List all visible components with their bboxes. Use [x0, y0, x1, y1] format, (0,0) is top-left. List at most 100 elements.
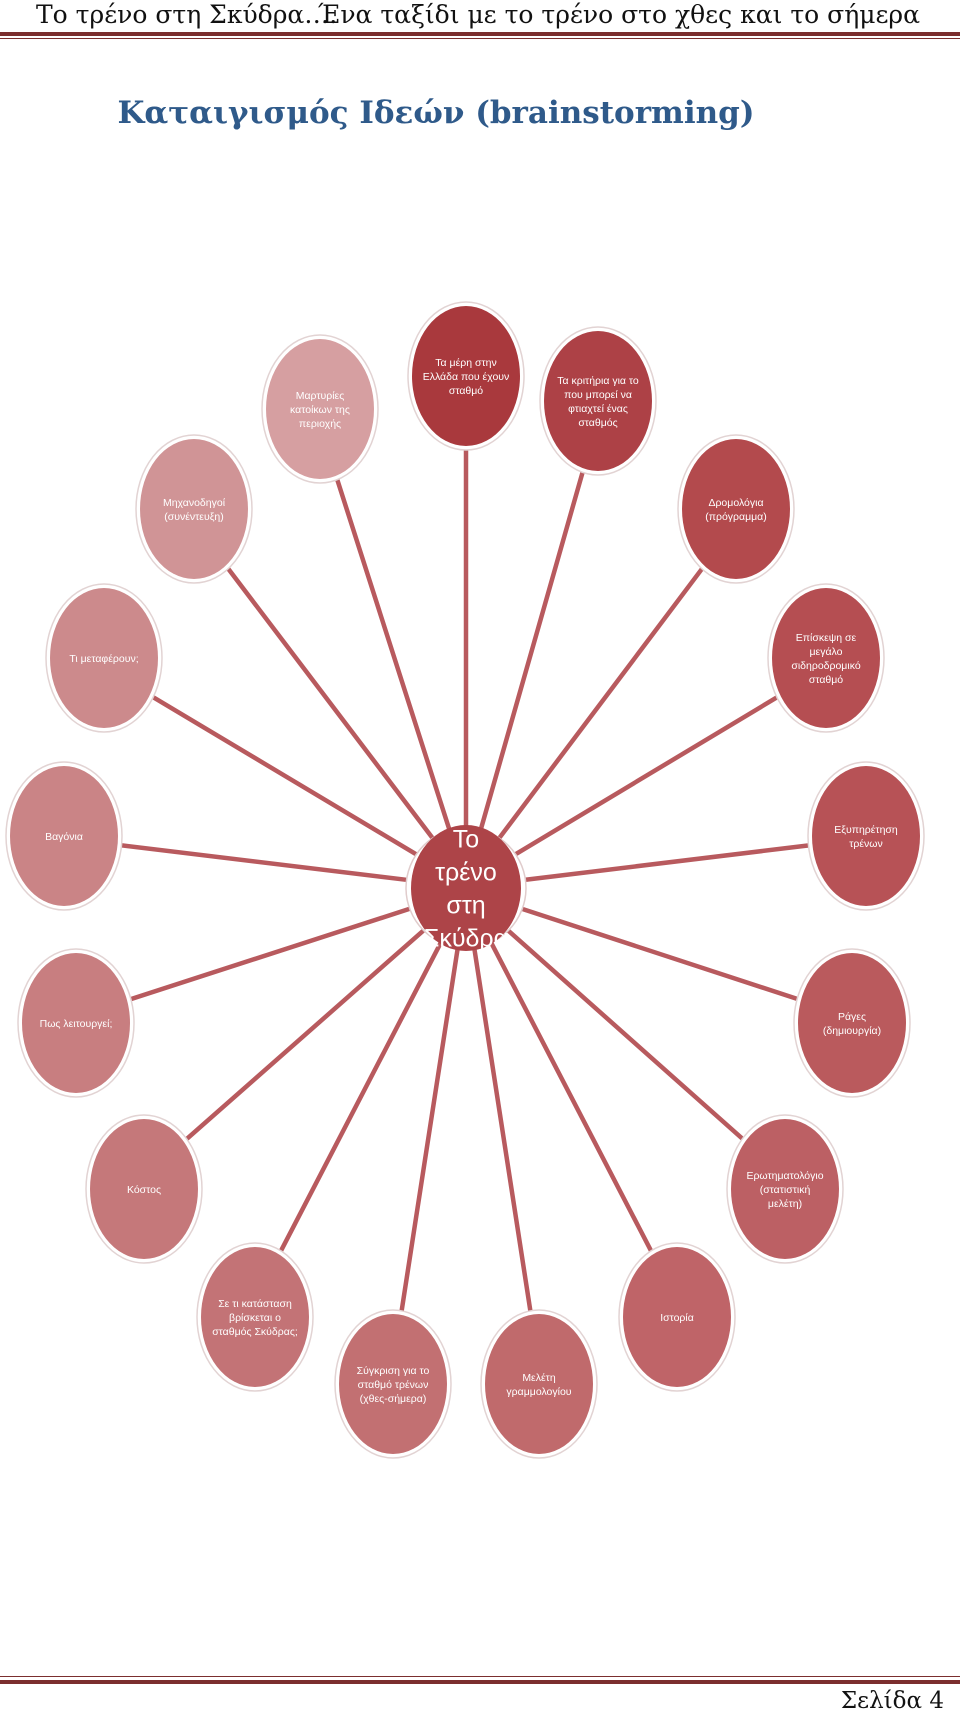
idea-bubble-label: Ελλάδα που έχουν	[423, 371, 510, 383]
idea-bubble: Σύγκριση για το σταθμό τρένων (χθες-σήμερα…	[334, 1309, 452, 1459]
idea-bubble-label: (δημιουργία)	[823, 1025, 881, 1037]
idea-bubble-label: γραμμολογίου	[506, 1386, 571, 1398]
connector-line	[179, 927, 427, 1146]
idea-bubble-label: σταθμό τρένων	[358, 1379, 429, 1391]
connector-line	[520, 842, 818, 883]
idea-bubble-label: Μηχανοδηγοί	[163, 497, 226, 509]
idea-bubble-label: Δρομολόγια	[708, 497, 763, 509]
idea-bubble: Μελέτη γραμμολογίου	[480, 1309, 598, 1459]
page-title: Καταιγισμός Ιδεών (brainstorming)	[117, 94, 755, 131]
idea-bubble-label: σταθμός Σκύδρας;	[212, 1326, 298, 1338]
idea-bubble-shape	[485, 1314, 593, 1454]
idea-bubble-label: μεγάλο	[810, 646, 843, 658]
idea-bubble-shape	[772, 588, 880, 728]
idea-bubble: Μαρτυρίες κατοίκων της περιοχής	[261, 334, 379, 484]
idea-bubble-label: Μελέτη	[522, 1372, 556, 1384]
idea-bubble-shape	[812, 766, 920, 906]
center-topic-label: Το	[453, 826, 479, 854]
idea-bubble-label: Ιστορία	[660, 1312, 694, 1324]
idea-bubble: Κόστος	[85, 1114, 203, 1264]
idea-bubble: Τα κριτήρια για το που μπορεί να φτιαχτεί …	[539, 326, 657, 476]
connector-line	[112, 842, 412, 883]
idea-bubble-shape	[266, 339, 374, 479]
idea-bubble: Μηχανοδηγοί (συνέντευξη)	[135, 434, 253, 584]
page-number: Σελίδα 4	[840, 1688, 944, 1714]
idea-bubble-label: κατοίκων της	[290, 404, 350, 416]
idea-bubble-label: Τα κριτήρια για το	[557, 375, 639, 387]
idea-bubble-label: μελέτη)	[768, 1198, 802, 1210]
idea-bubble-shape	[798, 953, 906, 1093]
idea-bubble: Τι μεταφέρουν;	[45, 583, 163, 733]
idea-bubble-label: (πρόγραμμα)	[705, 511, 767, 523]
header-rule	[0, 32, 960, 36]
header-left-text: Το τρένο στη Σκύδρα….	[36, 0, 338, 29]
center-topic-label: τρένο	[435, 859, 497, 887]
header-rule-thin	[0, 38, 960, 39]
idea-bubble-label: σιδηροδρομικό	[791, 660, 860, 672]
idea-bubble-label: σταθμό	[449, 385, 483, 397]
idea-bubble-shape	[50, 588, 158, 728]
connector-line	[488, 940, 657, 1260]
idea-bubble-label: Επίσκεψη σε	[796, 632, 857, 644]
idea-bubble-label: σταθμό	[809, 674, 843, 686]
header-right-text: Ένα ταξίδι με το τρένο στο χθες και το σ…	[317, 0, 920, 29]
idea-bubble-shape	[201, 1247, 309, 1387]
center-topic-label: στη	[446, 892, 485, 920]
connector-line	[398, 946, 460, 1321]
connector-line	[122, 905, 415, 1004]
idea-bubble-label: που μπορεί να	[564, 389, 632, 401]
idea-bubble-label: τρένων	[849, 838, 883, 850]
connector-line	[145, 691, 421, 858]
idea-bubble-label: Σε τι κατάσταση	[218, 1298, 292, 1310]
idea-bubble-label: σταθμός	[578, 417, 617, 429]
idea-bubble: Σε τι κατάσταση βρίσκεται ο σταθμός Σκύδρα…	[196, 1242, 314, 1392]
idea-bubble-shape	[339, 1314, 447, 1454]
idea-bubble-label: (στατιστική	[760, 1184, 811, 1196]
idea-bubble: Ερωτηματολόγιο (στατιστική μελέτη)	[726, 1114, 844, 1264]
idea-bubble-label: Τα μέρη στην	[435, 357, 496, 369]
idea-bubble-shape	[412, 306, 520, 446]
idea-bubble-label: φτιαχτεί ένας	[568, 403, 628, 415]
idea-bubble-shape	[731, 1119, 839, 1259]
idea-bubble-label: Εξυπηρέτηση	[834, 824, 898, 836]
footer-rule-thin	[0, 1676, 960, 1677]
connector-line	[332, 470, 452, 832]
idea-bubble-shape	[140, 439, 248, 579]
idea-bubble-label: Πως λειτουργεί;	[40, 1018, 113, 1030]
connector-line	[221, 560, 436, 841]
idea-bubble-label: Βαγόνια	[45, 831, 83, 843]
idea-bubble: Πως λειτουργεί;	[17, 948, 135, 1098]
idea-bubble-shape	[682, 439, 790, 579]
idea-bubble-shape	[22, 953, 130, 1093]
idea-bubble-label: (συνέντευξη)	[164, 511, 224, 523]
idea-bubble-label: περιοχής	[299, 418, 341, 430]
connector-line	[517, 905, 806, 1004]
page-header: Το τρένο στη Σκύδρα…. Ένα ταξίδι με το τ…	[0, 0, 960, 40]
footer-rule	[0, 1680, 960, 1684]
idea-bubble-shape	[623, 1247, 731, 1387]
connector-line	[275, 940, 444, 1260]
idea-bubble-label: Ράγες	[838, 1011, 866, 1023]
idea-bubble: Ιστορία	[618, 1242, 736, 1392]
idea-bubble: Επίσκεψη σε μεγάλο σιδηροδρομικό σταθμό	[767, 583, 885, 733]
idea-bubble-label: Ερωτηματολόγιο	[746, 1170, 823, 1182]
connector-line	[505, 927, 750, 1146]
connector-line	[478, 462, 587, 832]
idea-bubble-label: Μαρτυρίες	[296, 390, 345, 402]
connector-line	[472, 946, 534, 1321]
idea-bubble: Βαγόνια	[5, 761, 123, 911]
idea-bubble-label: βρίσκεται ο	[229, 1312, 281, 1324]
idea-bubble-label: Κόστος	[127, 1184, 161, 1196]
center-topic-label: Σκύδρα	[424, 925, 508, 953]
idea-bubble-label: (χθες-σήμερα)	[360, 1393, 427, 1405]
center-topic-shape	[411, 825, 521, 951]
idea-bubble-label: Σύγκριση για το	[357, 1365, 430, 1377]
idea-bubble: Εξυπηρέτηση τρένων	[807, 761, 925, 911]
idea-bubble-shape	[90, 1119, 198, 1259]
idea-bubble: Δρομολόγια (πρόγραμμα)	[677, 434, 795, 584]
idea-bubble-shape	[10, 766, 118, 906]
connector-line	[496, 560, 709, 841]
